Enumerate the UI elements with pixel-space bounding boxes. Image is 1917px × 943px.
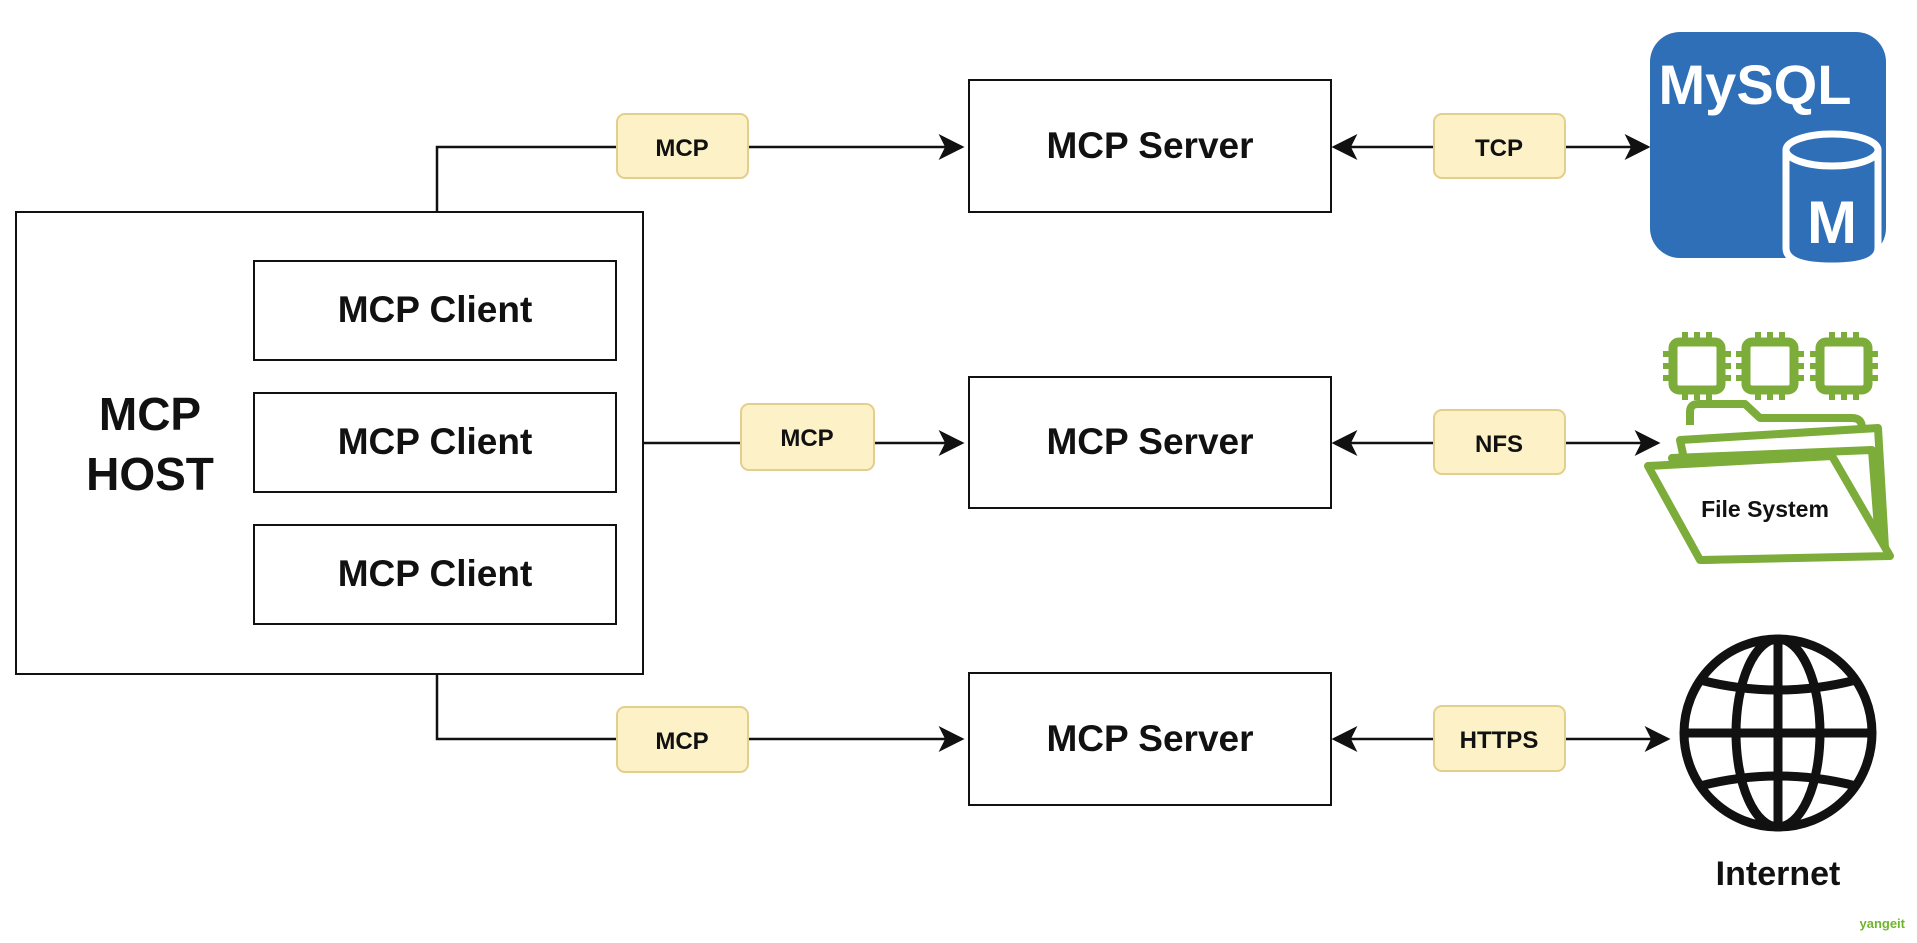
watermark: yangeit [1859,916,1905,931]
svg-text:TCP: TCP [1475,135,1523,162]
host-title-line1: MCP [99,388,201,440]
mcp-server-label: MCP Server [1046,421,1253,462]
folder-icon [1644,400,1894,564]
mysql-database-icon: MySQL M [1650,32,1886,270]
mcp-client-3[interactable]: MCP Client [253,524,617,625]
internet-label: Internet [1716,855,1841,893]
chip-icon [1663,332,1731,400]
mcp-client-label: MCP Client [338,289,533,330]
mcp-server-3[interactable]: MCP Server [968,672,1332,806]
protocol-pill-mcp-middle: MCP [740,403,875,471]
svg-text:MCP: MCP [655,135,708,162]
mcp-server-label: MCP Server [1046,718,1253,759]
globe-icon [1679,634,1877,832]
mcp-server-2[interactable]: MCP Server [968,376,1332,509]
mysql-logo-text: MySQL [1659,53,1852,116]
svg-text:MCP: MCP [655,728,708,755]
svg-text:HTTPS: HTTPS [1460,727,1539,754]
protocol-pill-https: HTTPS [1433,705,1566,772]
database-cylinder-icon: M [1782,130,1882,270]
chip-icon [1810,332,1878,400]
svg-text:MCP: MCP [780,425,833,452]
mcp-client-label: MCP Client [338,421,533,462]
mcp-client-1[interactable]: MCP Client [253,260,617,361]
mysql-badge-letter: M [1807,189,1857,256]
protocol-pill-nfs: NFS [1433,409,1566,475]
mcp-host: MCP HOST MCP Client MCP Client MCP Clien… [15,211,644,675]
mcp-client-2[interactable]: MCP Client [253,392,617,493]
file-system-label: File System [1701,496,1829,522]
mcp-server-label: MCP Server [1046,125,1253,166]
mcp-client-label: MCP Client [338,553,533,594]
protocol-pill-mcp-bottom: MCP [616,706,749,773]
svg-text:NFS: NFS [1475,431,1523,458]
mcp-server-1[interactable]: MCP Server [968,79,1332,213]
protocol-pill-tcp: TCP [1433,113,1566,179]
host-title-line2: HOST [86,448,214,500]
chip-icon [1736,332,1804,400]
file-system-icon: File System [1644,332,1894,564]
protocol-pill-mcp-top: MCP [616,113,749,179]
